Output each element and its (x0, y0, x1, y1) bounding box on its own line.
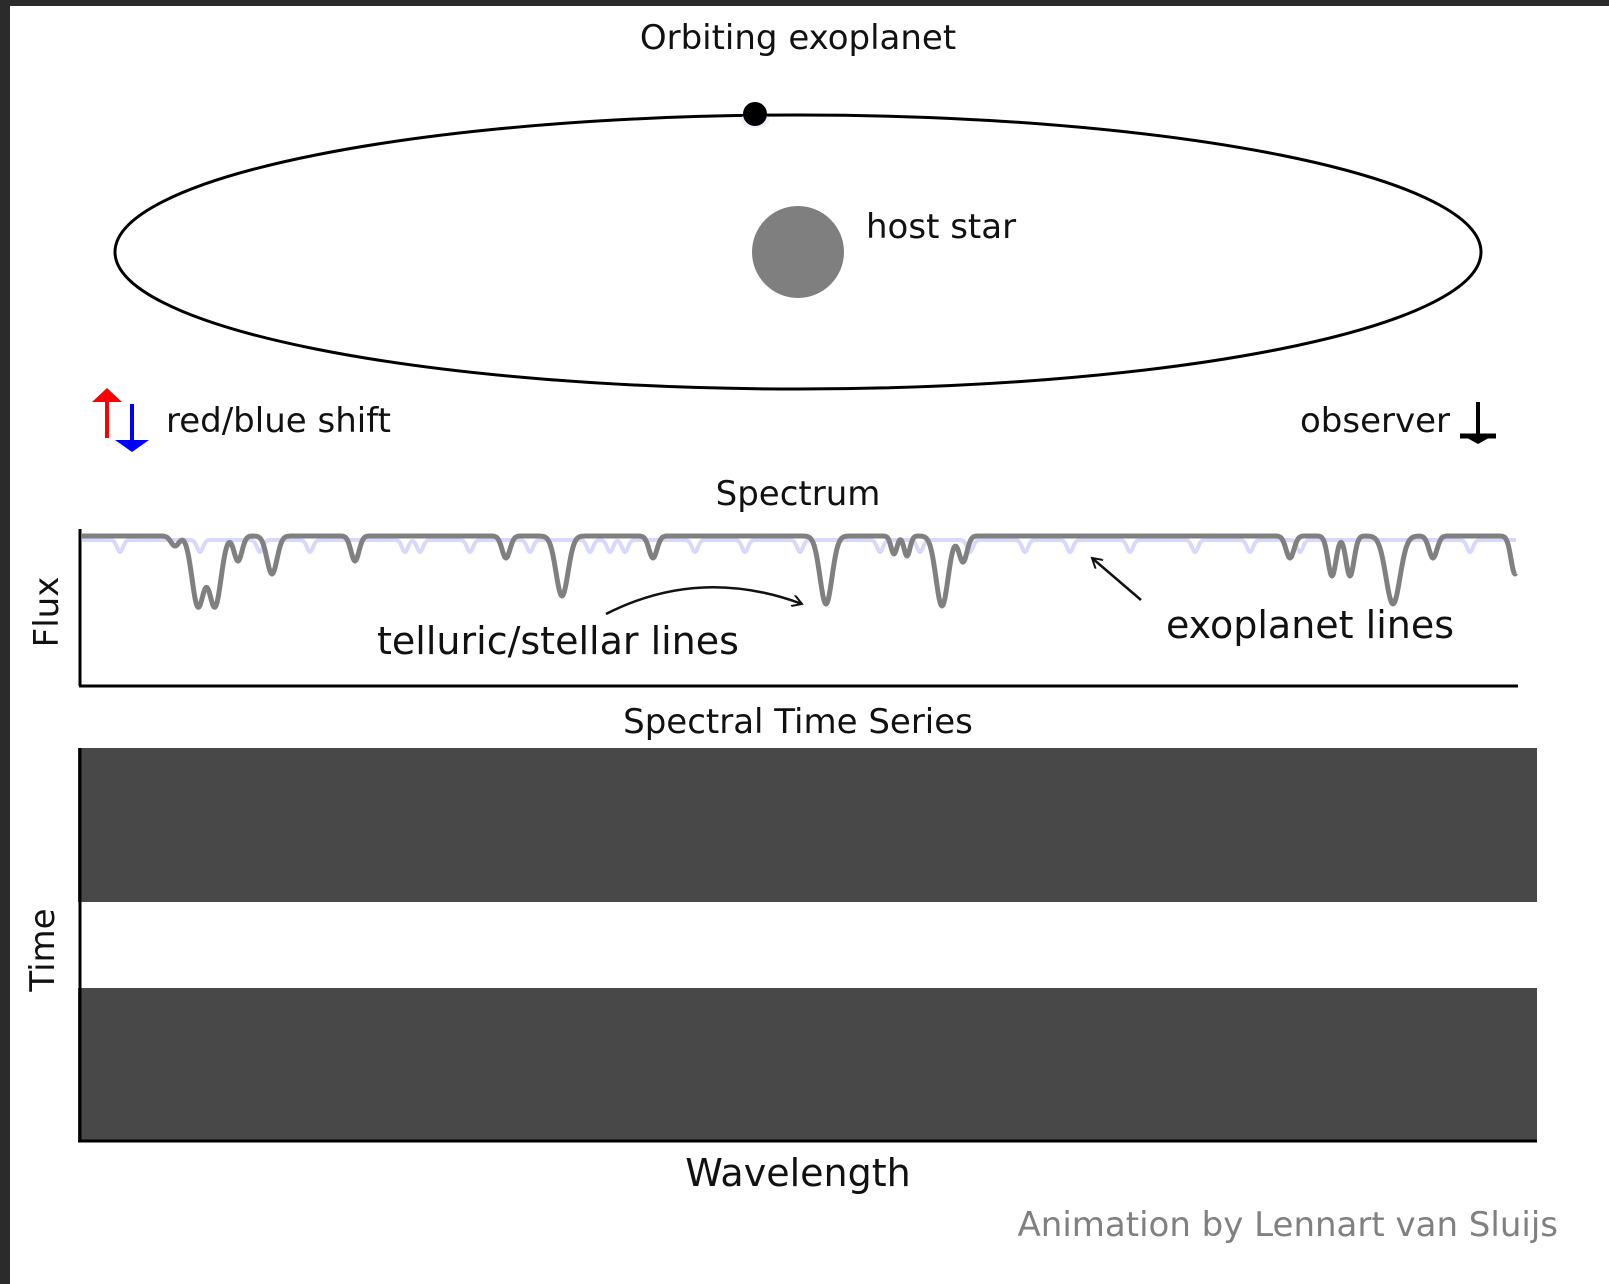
exoplanet-lines-curve (82, 538, 1516, 555)
spectrum-curve (80, 533, 1518, 610)
wavelength-axis-label: Wavelength (685, 1151, 910, 1195)
flux-axis-label: Flux (27, 577, 67, 648)
time-series-title: Spectral Time Series (623, 702, 973, 742)
orbit-title: Orbiting exoplanet (640, 18, 956, 58)
spectrum-panel: Spectrum Flux telluric/stellar lines exo… (27, 474, 1518, 688)
host-star (752, 206, 844, 298)
time-series-axes (78, 748, 1537, 1143)
figure-canvas: Orbiting exoplanet host star red/blue sh… (10, 6, 1609, 1284)
host-star-label: host star (866, 207, 1016, 247)
observer-label: observer (1300, 401, 1450, 441)
credit-label: Animation by Lennart van Sluijs (1018, 1205, 1558, 1245)
exoplanet-lines-arrow (1092, 558, 1142, 601)
red-blue-shift-label: red/blue shift (166, 401, 391, 441)
time-axis-label: Time (23, 908, 63, 992)
time-series-band-upper (78, 748, 1537, 902)
spectrum-title: Spectrum (716, 474, 881, 514)
orbit-ellipse (113, 113, 1483, 391)
orbit-panel: Orbiting exoplanet host star red/blue sh… (92, 18, 1496, 452)
telluric-arrow (605, 586, 802, 616)
exoplanet-lines-label: exoplanet lines (1166, 603, 1454, 647)
spectrum-axes (78, 529, 1518, 688)
time-series-panel: Spectral Time Series Time Wavelength (23, 702, 1537, 1195)
time-series-band-lower (78, 988, 1537, 1141)
observer-arrow-icon (1460, 402, 1496, 444)
exoplanet (741, 102, 769, 128)
telluric-stellar-label: telluric/stellar lines (377, 619, 739, 663)
red-blue-shift-icon (92, 388, 149, 452)
